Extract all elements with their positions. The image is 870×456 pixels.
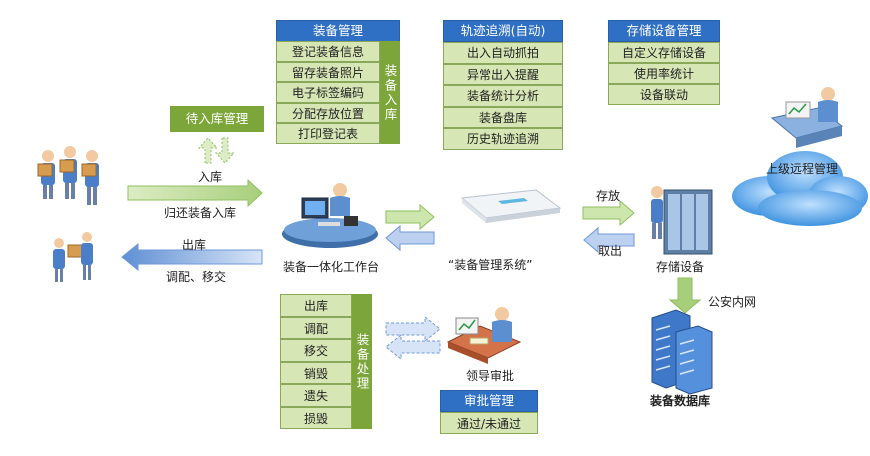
arrow-out-left: [121, 242, 263, 272]
storage-management-item[interactable]: 自定义存储设备: [608, 42, 720, 63]
remote-management-label: 上级远程管理: [766, 162, 839, 176]
arrow-disposal-to-approval: [385, 315, 441, 343]
tracking-header: 轨迹追溯(自动): [443, 20, 563, 42]
arrow-store-right: [582, 199, 635, 227]
tracking-item[interactable]: 异常出入提醒: [443, 63, 563, 85]
outbound-label: 出库: [182, 238, 207, 252]
storage-cabinet-icon: [651, 186, 713, 255]
tracking-item[interactable]: 装备盘库: [443, 106, 563, 128]
equipment-management-items: 登记装备信息 留存装备照片 电子标签编码 分配存放位置 打印登记表: [276, 41, 380, 144]
arrow-ws-to-system: [385, 203, 435, 231]
equipment-management-panel: 装备管理: [276, 20, 400, 42]
equipment-item[interactable]: 打印登记表: [276, 123, 380, 144]
database-server-icon: [651, 309, 713, 395]
disposal-item[interactable]: 调配: [280, 316, 352, 339]
system-label: “装备管理系统”: [448, 258, 533, 272]
disposal-item[interactable]: 损毁: [280, 406, 352, 429]
arrow-down-to-database: [668, 277, 702, 314]
transfer-label: 调配、移交: [166, 270, 227, 284]
approval-panel: 审批管理 通过/未通过: [440, 390, 538, 434]
remote-manager-icon: [770, 87, 844, 148]
cloud-icon: [732, 151, 868, 226]
people-handing-box-icon: [53, 232, 93, 282]
leader-approval-icon: [446, 307, 522, 364]
store-label: 存放: [596, 189, 621, 203]
equipment-inbound-side-label: 装备入库: [380, 41, 400, 144]
equipment-item[interactable]: 登记装备信息: [276, 41, 380, 62]
storage-management-item[interactable]: 设备联动: [608, 84, 720, 105]
arrow-approval-to-disposal: [385, 333, 441, 361]
system-device-icon: [460, 189, 562, 223]
inbound-label: 入库: [198, 170, 223, 184]
equipment-item[interactable]: 电子标签编码: [276, 82, 380, 103]
storage-management-panel: 存储设备管理 自定义存储设备 使用率统计 设备联动: [608, 20, 720, 105]
disposal-item[interactable]: 移交: [280, 339, 352, 362]
database-label: 装备数据库: [650, 394, 711, 408]
arrow-system-to-ws: [385, 224, 435, 252]
disposal-items: 出库 调配 移交 销毁 遗失 损毁: [280, 294, 352, 429]
pending-inbound-box[interactable]: 待入库管理: [170, 106, 264, 132]
equipment-item[interactable]: 分配存放位置: [276, 102, 380, 124]
disposal-item[interactable]: 遗失: [280, 384, 352, 407]
return-inbound-label: 归还装备入库: [164, 206, 237, 220]
tracking-item[interactable]: 历史轨迹追溯: [443, 128, 563, 150]
disposal-item[interactable]: 销毁: [280, 361, 352, 384]
disposal-item[interactable]: 出库: [280, 294, 352, 317]
tracking-panel: 轨迹追溯(自动) 出入自动抓拍 异常出入提醒 装备统计分析 装备盘库 历史轨迹追…: [443, 20, 563, 150]
approval-result-item[interactable]: 通过/未通过: [440, 412, 538, 434]
disposal-side-label: 装备处理: [352, 294, 372, 429]
equipment-item[interactable]: 留存装备照片: [276, 61, 380, 83]
equipment-management-header: 装备管理: [276, 20, 400, 42]
workstation-label: 装备一体化工作台: [283, 260, 380, 274]
tracking-item[interactable]: 出入自动抓拍: [443, 42, 563, 64]
take-out-label: 取出: [598, 244, 623, 258]
approval-header: 审批管理: [440, 390, 538, 412]
arrow-in-right: [127, 178, 263, 208]
workstation-icon: [282, 183, 378, 248]
pending-updown-arrows: [197, 137, 236, 164]
leader-approval-label: 领导审批: [466, 369, 515, 383]
storage-management-header: 存储设备管理: [608, 20, 720, 42]
people-with-boxes-icon: [37, 146, 99, 205]
storage-management-item[interactable]: 使用率统计: [608, 63, 720, 84]
tracking-item[interactable]: 装备统计分析: [443, 85, 563, 107]
network-label: 公安内网: [708, 295, 757, 309]
storage-device-label: 存储设备: [656, 260, 705, 274]
arrow-take-left: [583, 226, 635, 254]
